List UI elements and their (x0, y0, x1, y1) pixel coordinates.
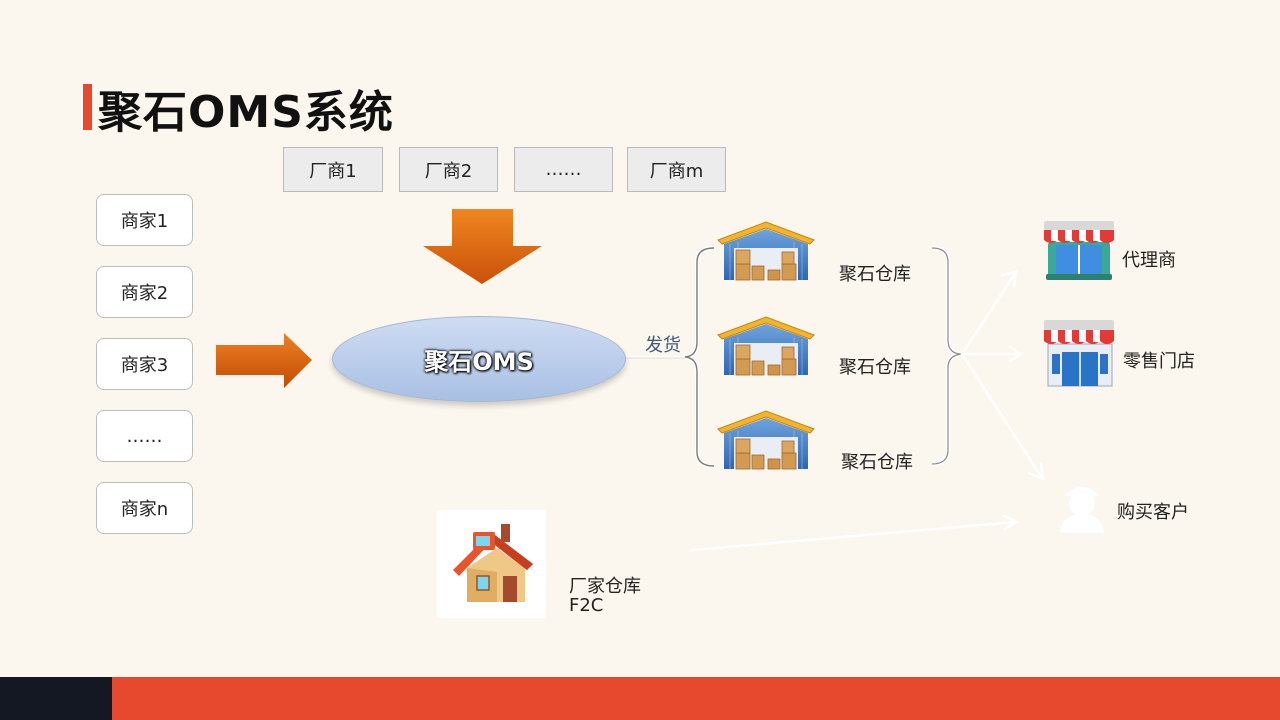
warehouse-label-2: 聚石仓库 (839, 357, 911, 378)
agent-shop-icon (1044, 221, 1114, 280)
factory-house-box (437, 510, 546, 618)
merchant-box-ellipsis: …… (96, 410, 193, 462)
vendor-box-ellipsis: …… (514, 147, 613, 192)
ship-label: 发货 (645, 335, 681, 356)
merchant-box-n: 商家n (96, 482, 193, 534)
warehouse-left-brace (684, 246, 715, 468)
oms-label: 聚石OMS (424, 347, 534, 376)
footer-dark-bar (0, 677, 112, 720)
warehouse-label-3: 聚石仓库 (841, 452, 913, 473)
customer-label: 购买客户 (1117, 502, 1189, 523)
retail-shop-icon (1044, 320, 1114, 387)
agent-label: 代理商 (1122, 250, 1176, 271)
customer-icon (1060, 487, 1104, 533)
vendor-to-oms-arrow (423, 209, 542, 284)
f2c-label: F2C (569, 595, 604, 616)
merchant-box-1: 商家1 (96, 194, 193, 246)
warehouse-right-brace (931, 246, 963, 466)
merchant-to-oms-arrow (216, 333, 312, 388)
factory-warehouse-label: 厂家仓库 (569, 576, 641, 597)
merchant-box-3: 商家3 (96, 338, 193, 390)
warehouse-label-1: 聚石仓库 (839, 264, 911, 285)
vendor-box-2: 厂商2 (399, 147, 498, 192)
warehouse-icon-1 (717, 221, 815, 281)
merchant-box-2: 商家2 (96, 266, 193, 318)
distribution-arrows (690, 270, 1045, 552)
page-title: 聚石OMS系统 (98, 87, 394, 138)
house-icon (453, 524, 533, 602)
warehouse-icon-2 (717, 316, 815, 376)
retail-store-label: 零售门店 (1123, 351, 1195, 372)
title-accent-bar (83, 84, 92, 130)
vendor-box-m: 厂商m (627, 147, 726, 192)
footer-accent-bar (112, 677, 1280, 720)
warehouse-icon-3 (717, 410, 815, 470)
vendor-box-1: 厂商1 (283, 147, 383, 192)
oms-system-node: 聚石OMS (332, 316, 626, 402)
